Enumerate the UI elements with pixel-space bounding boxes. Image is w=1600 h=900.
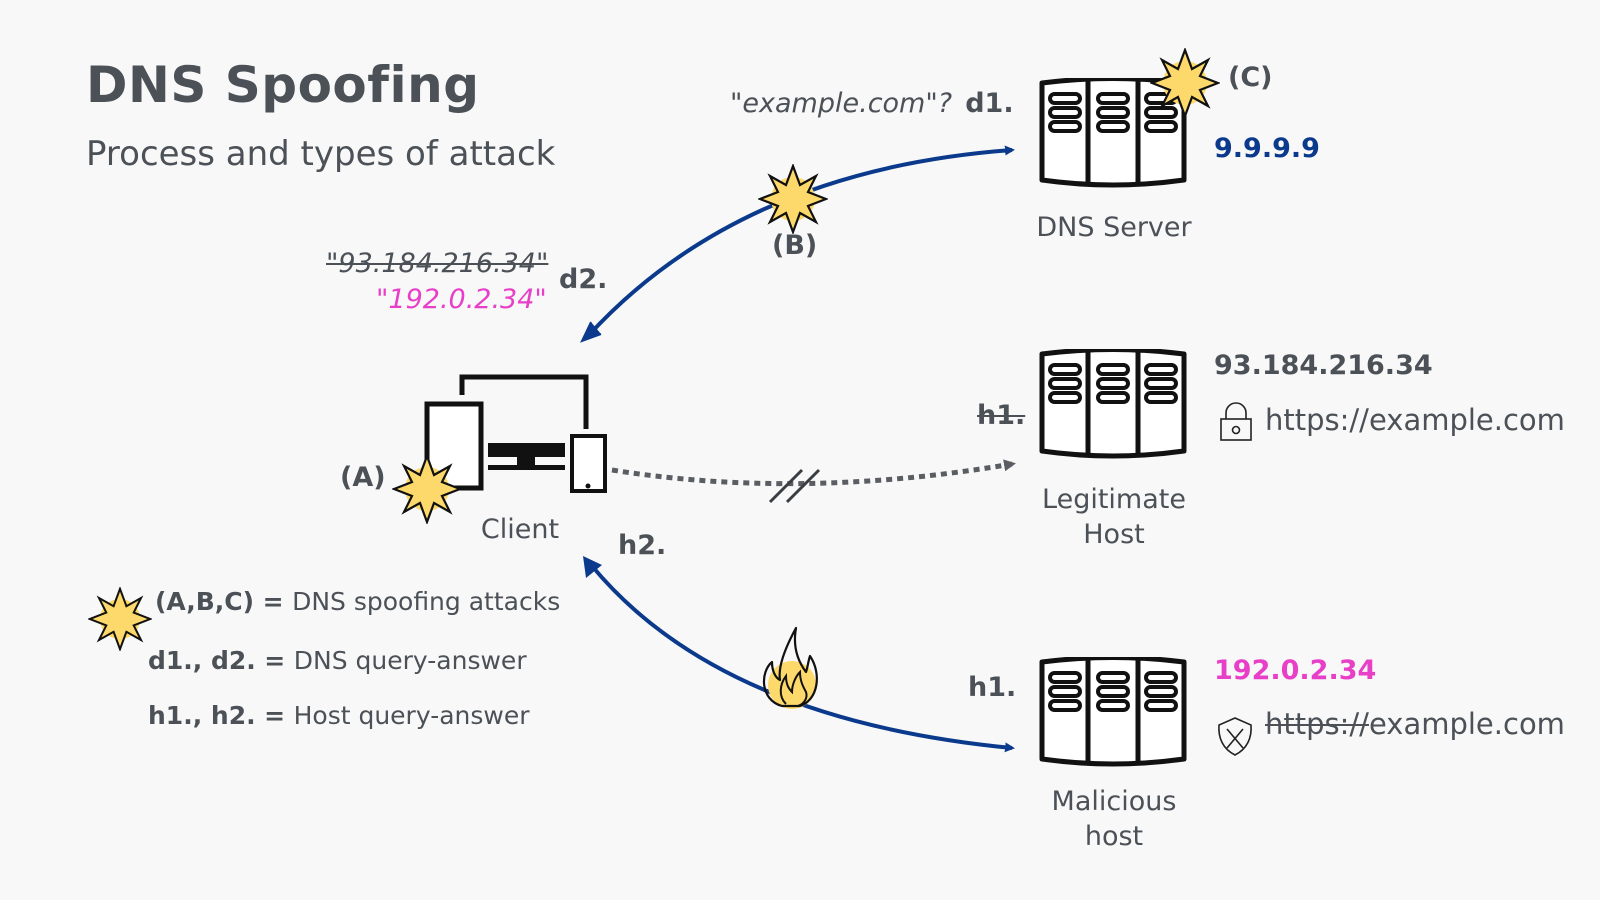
- arrowhead-h2: [583, 556, 602, 578]
- lock-icon: [1220, 402, 1252, 441]
- page-title: DNS Spoofing: [86, 56, 480, 114]
- h2-step: h2.: [618, 530, 667, 561]
- legend-row-host: h1., h2. =Host query-answer: [148, 701, 530, 730]
- blocked-slash-icon: [768, 468, 821, 504]
- attack-a-explosion-icon: [392, 454, 462, 524]
- malicious-url-rest: example.com: [1368, 707, 1565, 741]
- legend-key: d1., d2.: [148, 646, 256, 675]
- legend-row-dns: d1., d2. =DNS query-answer: [148, 646, 527, 675]
- malicious-host-label-line2: host: [1084, 821, 1144, 852]
- attack-c-label: (C): [1228, 62, 1273, 93]
- d2-step: d2.: [559, 264, 608, 295]
- legit-host-label: Legitimate Host: [1034, 482, 1194, 552]
- attack-b-label: (B): [772, 230, 818, 261]
- legit-host-label-line2: Host: [1083, 519, 1145, 550]
- attack-b-explosion-icon: [758, 164, 828, 234]
- legend-key: h1., h2.: [148, 701, 256, 730]
- malicious-host-label-line1: Malicious: [1051, 786, 1177, 817]
- legend-eq: =: [264, 646, 286, 675]
- dns-server-ip: 9.9.9.9: [1214, 133, 1320, 164]
- arrow-d1: [586, 145, 1015, 338]
- legend-desc: DNS spoofing attacks: [292, 587, 561, 616]
- malicious-host-url: https://example.com: [1265, 707, 1565, 741]
- legit-host-url: https://example.com: [1265, 403, 1565, 437]
- legit-host-ip: 93.184.216.34: [1214, 350, 1433, 381]
- page-subtitle: Process and types of attack: [86, 134, 556, 174]
- client-label: Client: [480, 514, 560, 545]
- h1-legit-step: h1.: [977, 400, 1026, 431]
- legend-desc: Host query-answer: [293, 701, 530, 730]
- d1-step: d1.: [965, 88, 1014, 119]
- attack-c-explosion-icon: [1150, 48, 1220, 118]
- arrowhead-d2: [580, 321, 602, 343]
- d2-spoofed-answer: "192.0.2.34": [376, 284, 547, 315]
- malicious-host-ip: 192.0.2.34: [1214, 655, 1377, 686]
- arrow-h1-h2: [590, 564, 1015, 753]
- shield-x-icon: [1218, 717, 1252, 756]
- attack-a-label: (A): [340, 462, 386, 493]
- legend-explosion-icon: [88, 587, 152, 651]
- legend-row-attacks: (A,B,C)= DNS spoofing attacks: [155, 587, 560, 616]
- malicious-host-server-icon: [1042, 658, 1184, 766]
- d2-original-answer: "93.184.216.34": [326, 248, 549, 279]
- legend-key: (A,B,C): [155, 587, 255, 616]
- arrow-h1-blocked: [611, 459, 1016, 487]
- legit-host-label-line1: Legitimate: [1042, 484, 1186, 515]
- legend-desc: DNS query-answer: [293, 646, 527, 675]
- fire-icon: [762, 626, 818, 709]
- legit-host-server-icon: [1042, 350, 1184, 458]
- legend-eq: =: [264, 701, 286, 730]
- d1-query-text: "example.com"?: [730, 88, 953, 119]
- malicious-host-label: Malicious host: [1034, 784, 1194, 854]
- dns-server-icon: [1042, 79, 1184, 187]
- client-devices-icon: [424, 374, 607, 493]
- malicious-url-scheme: https://: [1265, 707, 1369, 741]
- h1-malicious-step: h1.: [968, 672, 1017, 703]
- d1-label: "example.com"? d1.: [730, 88, 1014, 119]
- legend-eq: =: [262, 587, 284, 616]
- dns-server-label: DNS Server: [1036, 212, 1192, 243]
